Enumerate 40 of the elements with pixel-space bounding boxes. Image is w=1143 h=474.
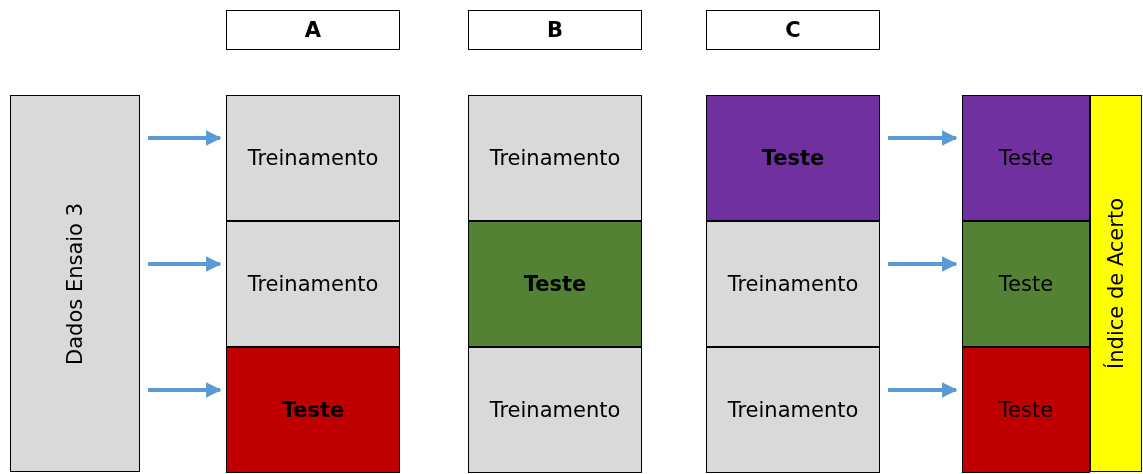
block-label: Treinamento xyxy=(727,272,859,296)
block-label: Treinamento xyxy=(489,146,621,170)
fold-block xyxy=(962,221,1090,347)
arrow xyxy=(148,382,222,398)
fold-block xyxy=(226,95,400,221)
arrow xyxy=(888,382,958,398)
fold-block xyxy=(706,95,880,221)
fold-block xyxy=(468,221,642,347)
block-label: Treinamento xyxy=(247,146,379,170)
fold-block xyxy=(468,347,642,473)
data-block xyxy=(10,95,140,472)
fold-block xyxy=(706,221,880,347)
block-label: Teste xyxy=(998,272,1054,296)
vertical-label: Índice de Acerto xyxy=(1104,198,1128,369)
block-label: Treinamento xyxy=(247,272,379,296)
block-label: B xyxy=(547,18,563,42)
block-label: Treinamento xyxy=(489,398,621,422)
fold-block xyxy=(226,347,400,473)
fold-block xyxy=(962,95,1090,221)
block-label: Teste xyxy=(998,146,1054,170)
block-label: C xyxy=(785,18,801,42)
arrow xyxy=(148,130,222,146)
vertical-label: Dados Ensaio 3 xyxy=(63,202,87,365)
block-label: Teste xyxy=(761,146,825,170)
column-header xyxy=(226,10,400,50)
block-label: A xyxy=(304,18,322,42)
arrow xyxy=(888,130,958,146)
arrow xyxy=(888,256,958,272)
block-label: Teste xyxy=(281,398,345,422)
fold-block xyxy=(468,95,642,221)
score-block xyxy=(1090,95,1142,472)
column-header xyxy=(468,10,642,50)
block-label: Teste xyxy=(998,398,1054,422)
column-header xyxy=(706,10,880,50)
fold-block xyxy=(962,347,1090,473)
fold-block xyxy=(706,347,880,473)
arrow xyxy=(148,256,222,272)
block-label: Teste xyxy=(523,272,587,296)
block-label: Treinamento xyxy=(727,398,859,422)
fold-block xyxy=(226,221,400,347)
